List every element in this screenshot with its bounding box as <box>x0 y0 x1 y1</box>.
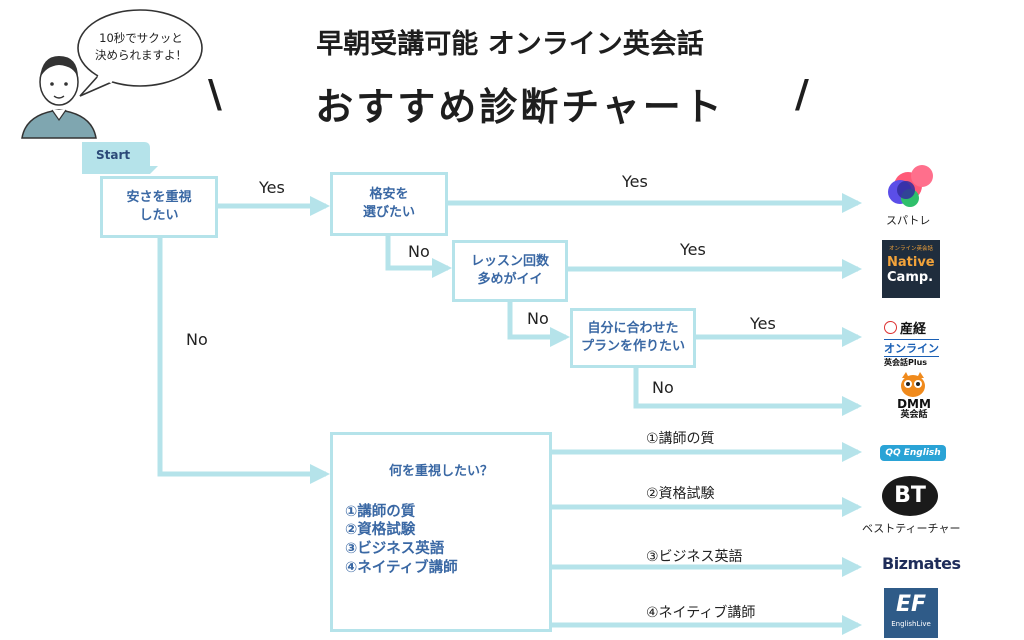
sparte-caption: スパトレ <box>886 214 931 227</box>
label-q3-yes: Yes <box>680 240 706 259</box>
nativecamp-subtitle: オンライン英会話 <box>888 246 933 252</box>
nativecamp-word1: Native <box>887 255 935 270</box>
q2-line2: 選びたい <box>362 205 415 220</box>
bestteacher-mark: BT <box>894 483 926 508</box>
q4-line1: 自分に合わせた <box>587 321 679 337</box>
chart-title-line2: おすすめ診断チャート <box>315 85 725 129</box>
dmm-word: DMM <box>897 397 931 411</box>
q3-line1: レッスン回数 <box>470 254 549 270</box>
arrow-q4-no <box>633 366 862 416</box>
sankei-online: オンライン <box>884 339 939 357</box>
bizmates-logo: Bizmates <box>882 554 961 573</box>
q5-question: 何を重視したい？ <box>388 464 493 479</box>
sparte-logo <box>888 165 933 207</box>
speech-line-2: 決められますよ！ <box>95 48 187 63</box>
arrow-q1-no <box>157 236 330 484</box>
dmm-owl-icon <box>901 372 925 397</box>
question-box-priority: 何を重視したい？ ①講師の質 ②資格試験 ③ビジネス英語 ④ネイティブ講師 <box>330 432 552 632</box>
sankei-plus: 英会話Plus <box>884 358 928 367</box>
q5-option-3: ③ビジネス英語 <box>345 541 445 558</box>
question-box-plan: 自分に合わせた プランを作りたい <box>570 308 696 368</box>
label-opt1: ①講師の質 <box>646 431 715 447</box>
ef-mark: EF <box>895 592 927 617</box>
title-slash-left: \ <box>208 72 222 116</box>
label-q1-no: No <box>186 330 208 349</box>
q4-line2: プランを作りたい <box>580 339 685 354</box>
dmm-logo-text: DMM 英会話 <box>894 398 934 420</box>
sankei-name: 産経 <box>900 322 927 337</box>
q5-option-4: ④ネイティブ講師 <box>345 560 458 577</box>
sankei-logo: 産経 オンライン 英会話Plus <box>884 318 946 368</box>
q1-line1: 安さを重視 <box>126 190 192 206</box>
arrow-q3-no <box>507 300 570 347</box>
title-slash-right: / <box>795 72 809 116</box>
chart-title-line1: 早朝受講可能 オンライン英会話 <box>316 29 704 60</box>
label-opt4: ④ネイティブ講師 <box>646 605 756 621</box>
label-q4-no: No <box>652 378 674 397</box>
question-box-price: 安さを重視 したい <box>100 176 218 238</box>
arrow-q2-no <box>385 234 452 278</box>
label-q2-yes: Yes <box>622 172 648 191</box>
person-illustration <box>21 56 97 139</box>
q5-option-1: ①講師の質 <box>345 503 416 520</box>
sankei-mascot-icon <box>884 321 897 334</box>
dmm-eikaiwa: 英会話 <box>900 409 928 420</box>
q1-line2: したい <box>139 208 179 223</box>
bestteacher-caption: ベストティーチャー <box>862 522 961 535</box>
bestteacher-logo: BT <box>882 476 938 516</box>
start-tab-label: Start <box>96 148 131 162</box>
start-tab-shape <box>82 142 158 174</box>
label-q3-no: No <box>527 309 549 328</box>
q2-line1: 格安を <box>369 187 409 203</box>
speech-bubble-shape <box>77 9 203 97</box>
nativecamp-logo: オンライン英会話 Native Camp. <box>882 240 940 298</box>
ef-logo: EF EnglishLive <box>884 588 938 638</box>
question-box-lessons: レッスン回数 多めがイイ <box>452 240 568 302</box>
label-opt3: ③ビジネス英語 <box>646 549 743 565</box>
label-q1-yes: Yes <box>259 178 285 197</box>
label-opt2: ②資格試験 <box>646 486 715 502</box>
label-q4-yes: Yes <box>750 314 776 333</box>
label-q2-no: No <box>408 242 430 261</box>
nativecamp-word2: Camp. <box>887 270 934 285</box>
question-box-cheap: 格安を 選びたい <box>330 172 448 236</box>
ef-caption: EnglishLive <box>891 620 931 628</box>
speech-bubble-text: 10秒でサクッと 決められますよ！ <box>78 30 204 65</box>
speech-line-1: 10秒でサクッと <box>99 31 183 45</box>
qqenglish-logo: QQ English <box>880 445 946 461</box>
q3-line2: 多めがイイ <box>477 272 543 287</box>
q5-option-2: ②資格試験 <box>345 522 416 539</box>
